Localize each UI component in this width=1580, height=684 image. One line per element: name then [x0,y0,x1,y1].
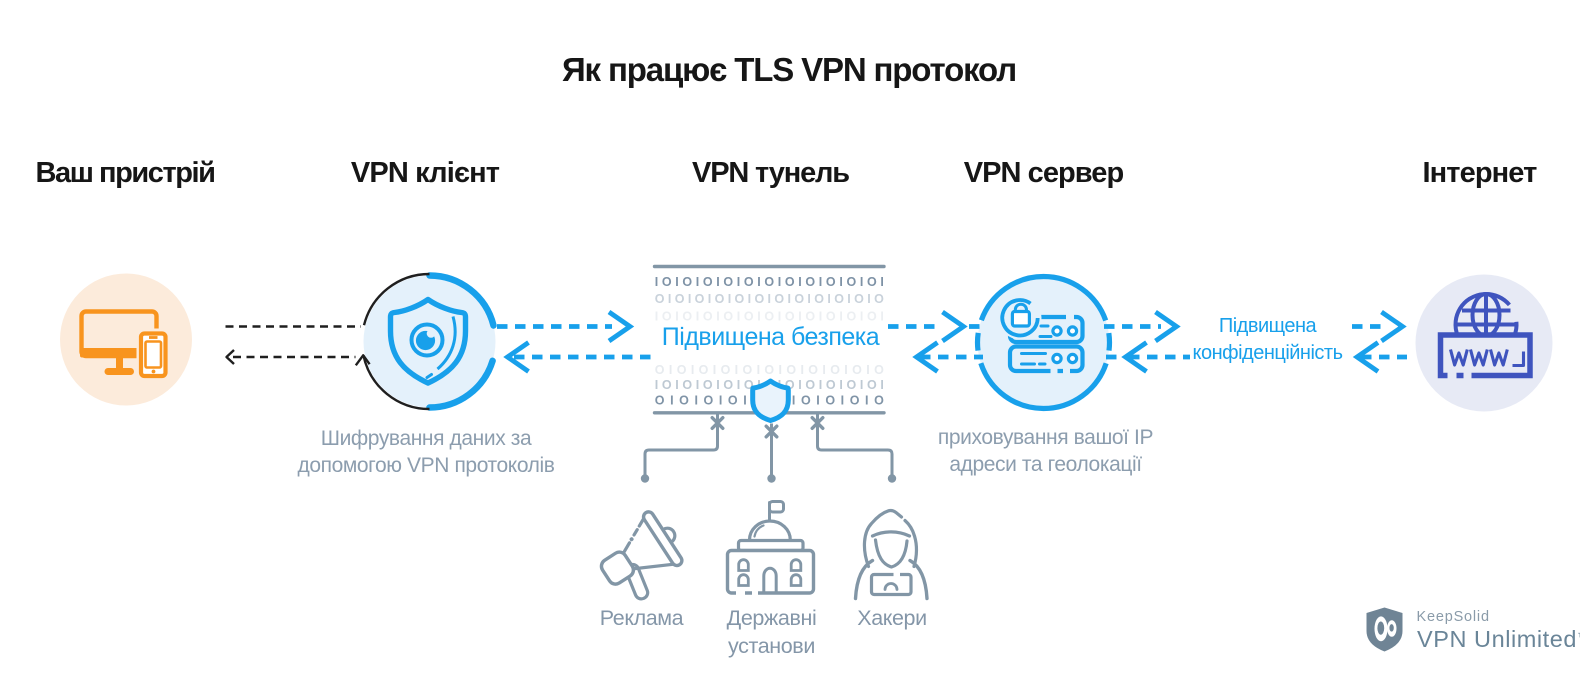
svg-text:OIOIOIOIOIOIOIOIOIOIO: OIOIOIOIOIOIOIOIOIOIO [655,363,884,377]
svg-text:IOIOIOIOIOIOIOIOIOIOIOI: IOIOIOIOIOIOIOIOIOIOIOI [655,310,884,324]
svg-text:OIOIOIOIOIOIOIOIOIOIOIO: OIOIOIOIOIOIOIOIOIOIOIO [655,292,884,306]
svg-text:IOIOIOIOIOIOIOIOIOIOIOI: IOIOIOIOIOIOIOIOIOIOIOI [655,275,884,289]
